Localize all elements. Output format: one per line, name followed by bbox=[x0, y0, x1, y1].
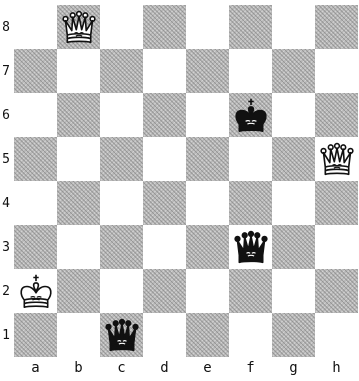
square-d7[interactable] bbox=[143, 49, 186, 93]
file-label-f: f bbox=[229, 360, 272, 376]
square-b1[interactable] bbox=[57, 313, 100, 357]
file-label-a: a bbox=[14, 360, 57, 376]
square-e8[interactable] bbox=[186, 5, 229, 49]
square-h2[interactable] bbox=[315, 269, 358, 313]
square-a2[interactable] bbox=[14, 269, 57, 313]
black-queen-icon[interactable] bbox=[100, 313, 143, 357]
square-f7[interactable] bbox=[229, 49, 272, 93]
square-h6[interactable] bbox=[315, 93, 358, 137]
square-b8[interactable] bbox=[57, 5, 100, 49]
white-king-icon[interactable] bbox=[14, 269, 57, 313]
square-a7[interactable] bbox=[14, 49, 57, 93]
file-label-g: g bbox=[272, 360, 315, 376]
square-d2[interactable] bbox=[143, 269, 186, 313]
chess-board[interactable] bbox=[14, 5, 358, 357]
square-d3[interactable] bbox=[143, 225, 186, 269]
rank-label-8: 8 bbox=[0, 20, 12, 35]
square-h8[interactable] bbox=[315, 5, 358, 49]
square-c5[interactable] bbox=[100, 137, 143, 181]
square-g8[interactable] bbox=[272, 5, 315, 49]
white-queen-icon[interactable] bbox=[315, 137, 358, 181]
rank-label-2: 2 bbox=[0, 284, 12, 299]
square-f1[interactable] bbox=[229, 313, 272, 357]
square-e7[interactable] bbox=[186, 49, 229, 93]
square-e4[interactable] bbox=[186, 181, 229, 225]
square-a1[interactable] bbox=[14, 313, 57, 357]
square-e3[interactable] bbox=[186, 225, 229, 269]
white-queen-icon[interactable] bbox=[57, 5, 100, 49]
square-b4[interactable] bbox=[57, 181, 100, 225]
square-b5[interactable] bbox=[57, 137, 100, 181]
square-g6[interactable] bbox=[272, 93, 315, 137]
square-f6[interactable] bbox=[229, 93, 272, 137]
square-b7[interactable] bbox=[57, 49, 100, 93]
square-c4[interactable] bbox=[100, 181, 143, 225]
square-d4[interactable] bbox=[143, 181, 186, 225]
black-queen-icon[interactable] bbox=[229, 225, 272, 269]
square-g3[interactable] bbox=[272, 225, 315, 269]
square-a5[interactable] bbox=[14, 137, 57, 181]
square-g5[interactable] bbox=[272, 137, 315, 181]
square-g4[interactable] bbox=[272, 181, 315, 225]
square-h5[interactable] bbox=[315, 137, 358, 181]
square-c1[interactable] bbox=[100, 313, 143, 357]
square-h1[interactable] bbox=[315, 313, 358, 357]
square-d8[interactable] bbox=[143, 5, 186, 49]
file-label-b: b bbox=[57, 360, 100, 376]
square-e2[interactable] bbox=[186, 269, 229, 313]
square-e5[interactable] bbox=[186, 137, 229, 181]
square-g2[interactable] bbox=[272, 269, 315, 313]
rank-label-6: 6 bbox=[0, 108, 12, 123]
square-h3[interactable] bbox=[315, 225, 358, 269]
square-f3[interactable] bbox=[229, 225, 272, 269]
square-f8[interactable] bbox=[229, 5, 272, 49]
square-c7[interactable] bbox=[100, 49, 143, 93]
square-c8[interactable] bbox=[100, 5, 143, 49]
square-d5[interactable] bbox=[143, 137, 186, 181]
square-b6[interactable] bbox=[57, 93, 100, 137]
square-h4[interactable] bbox=[315, 181, 358, 225]
file-label-c: c bbox=[100, 360, 143, 376]
square-h7[interactable] bbox=[315, 49, 358, 93]
rank-label-5: 5 bbox=[0, 152, 12, 167]
square-a4[interactable] bbox=[14, 181, 57, 225]
square-g1[interactable] bbox=[272, 313, 315, 357]
square-a3[interactable] bbox=[14, 225, 57, 269]
square-e1[interactable] bbox=[186, 313, 229, 357]
square-g7[interactable] bbox=[272, 49, 315, 93]
file-label-d: d bbox=[143, 360, 186, 376]
square-e6[interactable] bbox=[186, 93, 229, 137]
file-label-e: e bbox=[186, 360, 229, 376]
square-c2[interactable] bbox=[100, 269, 143, 313]
square-c3[interactable] bbox=[100, 225, 143, 269]
square-b3[interactable] bbox=[57, 225, 100, 269]
square-a6[interactable] bbox=[14, 93, 57, 137]
square-c6[interactable] bbox=[100, 93, 143, 137]
square-f4[interactable] bbox=[229, 181, 272, 225]
square-d1[interactable] bbox=[143, 313, 186, 357]
black-king-icon[interactable] bbox=[229, 93, 272, 137]
rank-label-4: 4 bbox=[0, 196, 12, 211]
square-a8[interactable] bbox=[14, 5, 57, 49]
file-label-h: h bbox=[315, 360, 358, 376]
square-f5[interactable] bbox=[229, 137, 272, 181]
rank-label-1: 1 bbox=[0, 328, 12, 343]
square-d6[interactable] bbox=[143, 93, 186, 137]
square-f2[interactable] bbox=[229, 269, 272, 313]
square-b2[interactable] bbox=[57, 269, 100, 313]
rank-label-3: 3 bbox=[0, 240, 12, 255]
rank-label-7: 7 bbox=[0, 64, 12, 79]
